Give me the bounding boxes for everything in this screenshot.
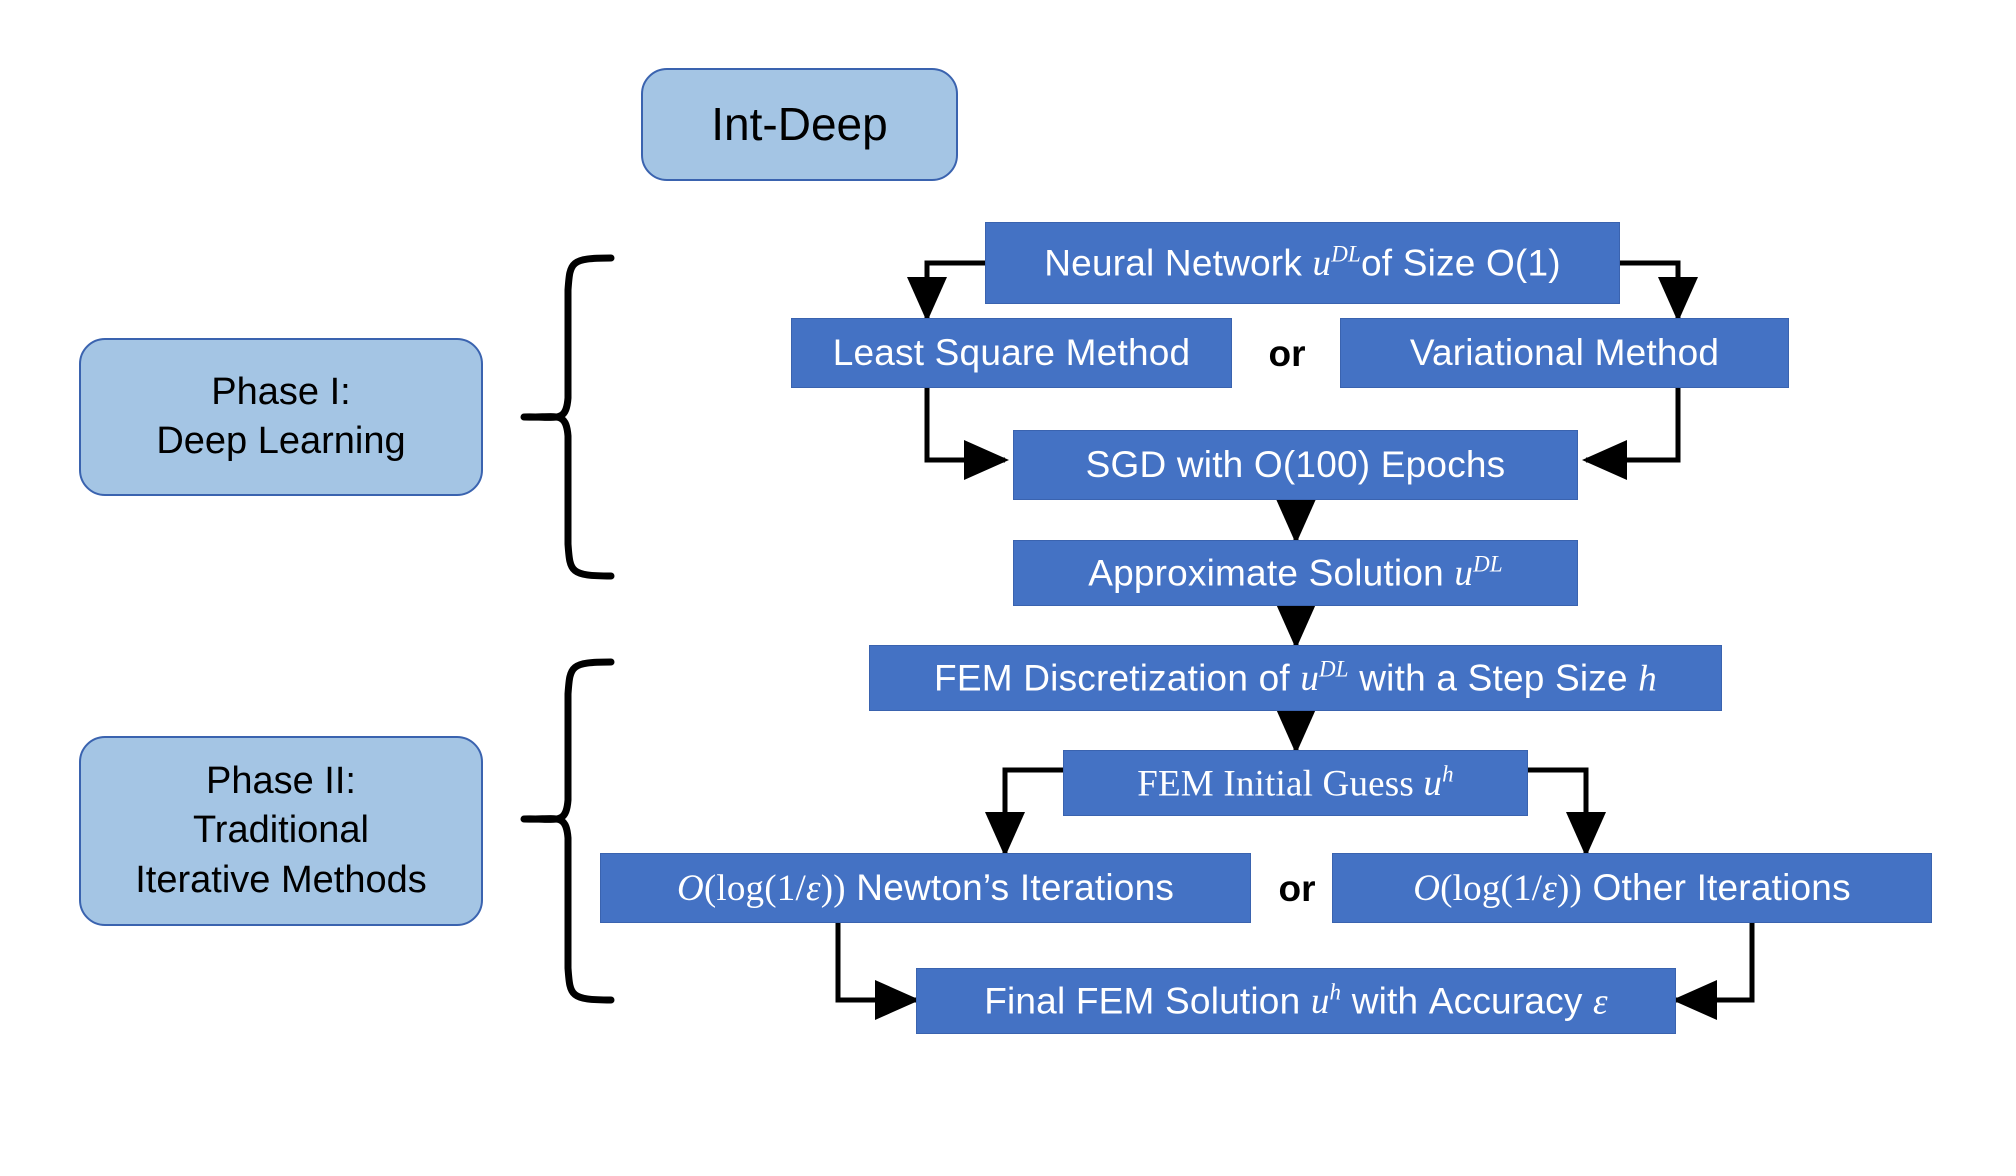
node-neural-network-label: Neural Network uDLof Size O(1)	[1044, 241, 1561, 284]
phase-2-line-1: Phase II:	[206, 759, 356, 802]
node-least-square-method[interactable]: Least Square Method	[791, 318, 1232, 388]
node-final-fem-solution[interactable]: Final FEM Solution uh with Accuracy ε	[916, 968, 1676, 1034]
or-label-bottom: or	[1278, 868, 1316, 909]
or-label-top: or	[1268, 333, 1306, 374]
edge-least-square-to-sgd	[924, 388, 1010, 480]
edge-initial-guess-to-newton	[985, 767, 1063, 858]
node-fem-discretization-label: FEM Discretization of uDL with a Step Si…	[934, 656, 1657, 699]
phase-2-brace	[520, 658, 615, 1004]
phase-1-line-1: Phase I:	[211, 370, 351, 413]
node-neural-network[interactable]: Neural Network uDLof Size O(1)	[985, 222, 1620, 304]
edge-variational-to-sgd	[1581, 388, 1681, 480]
node-newton-iterations-label: O(log(1/ε)) Newton’s Iterations	[676, 866, 1175, 909]
node-approximate-solution-label: Approximate Solution uDL	[1088, 551, 1503, 594]
group-phase-2[interactable]: Phase II: Traditional Iterative Methods	[79, 736, 483, 926]
edge-nn-to-least-square	[907, 260, 985, 323]
node-variational-method-label: Variational Method	[1409, 332, 1720, 374]
node-other-iterations[interactable]: O(log(1/ε)) Other Iterations	[1332, 853, 1932, 923]
node-fem-initial-guess-label: FEM Initial Guess uh	[1137, 761, 1454, 804]
node-least-square-method-label: Least Square Method	[832, 332, 1191, 374]
phase-1-brace	[520, 254, 615, 580]
edge-other-to-final	[1671, 923, 1755, 1020]
phase-1-line-2: Deep Learning	[156, 420, 406, 462]
node-other-iterations-label: O(log(1/ε)) Other Iterations	[1413, 866, 1851, 909]
node-final-fem-solution-label: Final FEM Solution uh with Accuracy ε	[984, 979, 1608, 1022]
node-newton-iterations[interactable]: O(log(1/ε)) Newton’s Iterations	[600, 853, 1251, 923]
edge-newton-to-final	[835, 923, 921, 1020]
node-fem-initial-guess[interactable]: FEM Initial Guess uh	[1063, 750, 1528, 816]
node-sgd[interactable]: SGD with O(100) Epochs	[1013, 430, 1578, 500]
node-approximate-solution[interactable]: Approximate Solution uDL	[1013, 540, 1578, 606]
edge-initial-guess-to-other	[1528, 767, 1606, 858]
node-fem-discretization[interactable]: FEM Discretization of uDL with a Step Si…	[869, 645, 1722, 711]
node-variational-method[interactable]: Variational Method	[1340, 318, 1789, 388]
node-int-deep-label: Int-Deep	[711, 97, 888, 150]
node-sgd-label: SGD with O(100) Epochs	[1085, 444, 1506, 486]
node-int-deep[interactable]: Int-Deep	[641, 68, 958, 181]
group-phase-1[interactable]: Phase I: Deep Learning	[79, 338, 483, 496]
edge-nn-to-variational	[1620, 260, 1698, 323]
phase-2-line-3: Iterative Methods	[135, 858, 427, 901]
phase-2-line-2: Traditional	[192, 809, 369, 852]
